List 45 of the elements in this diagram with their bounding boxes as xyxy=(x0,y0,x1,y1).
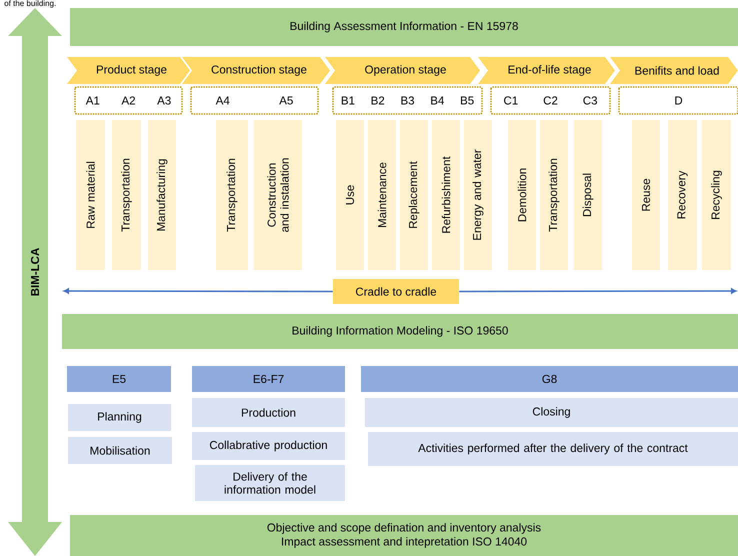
module-code-box: B1 B2 B3 B4 B5 xyxy=(332,86,483,115)
banner-box: Objective and scope defination and inventory analysis Impact assessment and intepretation ISO 14040 xyxy=(70,515,738,556)
activity-box: Closing xyxy=(365,398,738,427)
process-box: Manufacturing xyxy=(148,120,176,270)
header-box: E5 xyxy=(67,366,171,392)
process-box: Recycling xyxy=(702,120,731,270)
activity-box: Collabrative production xyxy=(192,432,345,460)
module-code-box: D xyxy=(618,86,738,115)
banner-box: Building Assessment Information - EN 15978 xyxy=(70,8,738,46)
arrow xyxy=(64,288,333,294)
process-box: Refurbishiment xyxy=(432,120,460,270)
activity-box: Mobilisation xyxy=(68,437,172,464)
stage-banner: End-of-life stage xyxy=(478,57,615,84)
activity-box: Planning xyxy=(68,404,171,431)
module-code-box: A4 A5 xyxy=(190,86,319,115)
module-code-box: C1 C2 C3 xyxy=(490,86,611,115)
process-box: Recovery xyxy=(668,120,697,270)
caption-text: of the building. xyxy=(4,0,56,8)
node-label: Product stage xyxy=(96,65,166,76)
activity-box: Activities performed after the delivery of the contract xyxy=(368,432,738,466)
activity-box: Production xyxy=(192,398,345,427)
header-box: E6-F7 xyxy=(192,366,345,392)
process-box: Disposal xyxy=(574,120,602,270)
header-box: G8 xyxy=(361,366,738,392)
activity-box: Delivery of the information model xyxy=(195,465,345,501)
process-box: Raw material xyxy=(76,120,105,270)
stage-banner: Construction stage xyxy=(182,57,330,84)
arrow xyxy=(459,288,736,294)
process-box: Maintenance xyxy=(368,120,396,270)
stage-banner: Operation stage xyxy=(325,57,480,84)
arrow-label-box: Cradle to cradle xyxy=(333,279,459,304)
stage-banner: Benifits and load xyxy=(610,57,738,84)
stage-banner: Product stage xyxy=(67,57,190,84)
process-box: Transportation xyxy=(540,120,568,270)
process-box: Energy and water xyxy=(464,120,492,270)
process-box: Transportation xyxy=(112,120,141,270)
process-box: Transportation xyxy=(216,120,248,270)
process-box: Use xyxy=(336,120,364,270)
node-label: Construction stage xyxy=(212,65,306,76)
process-box: Replacement xyxy=(400,120,428,270)
banner-box: Building Information Modeling - ISO 19650 xyxy=(62,314,738,349)
process-box: Demolition xyxy=(508,120,536,270)
process-box: Reuse xyxy=(632,120,660,270)
process-box: Construction and instalation xyxy=(254,120,302,270)
module-code-box: A1 A2 A3 xyxy=(74,86,183,115)
